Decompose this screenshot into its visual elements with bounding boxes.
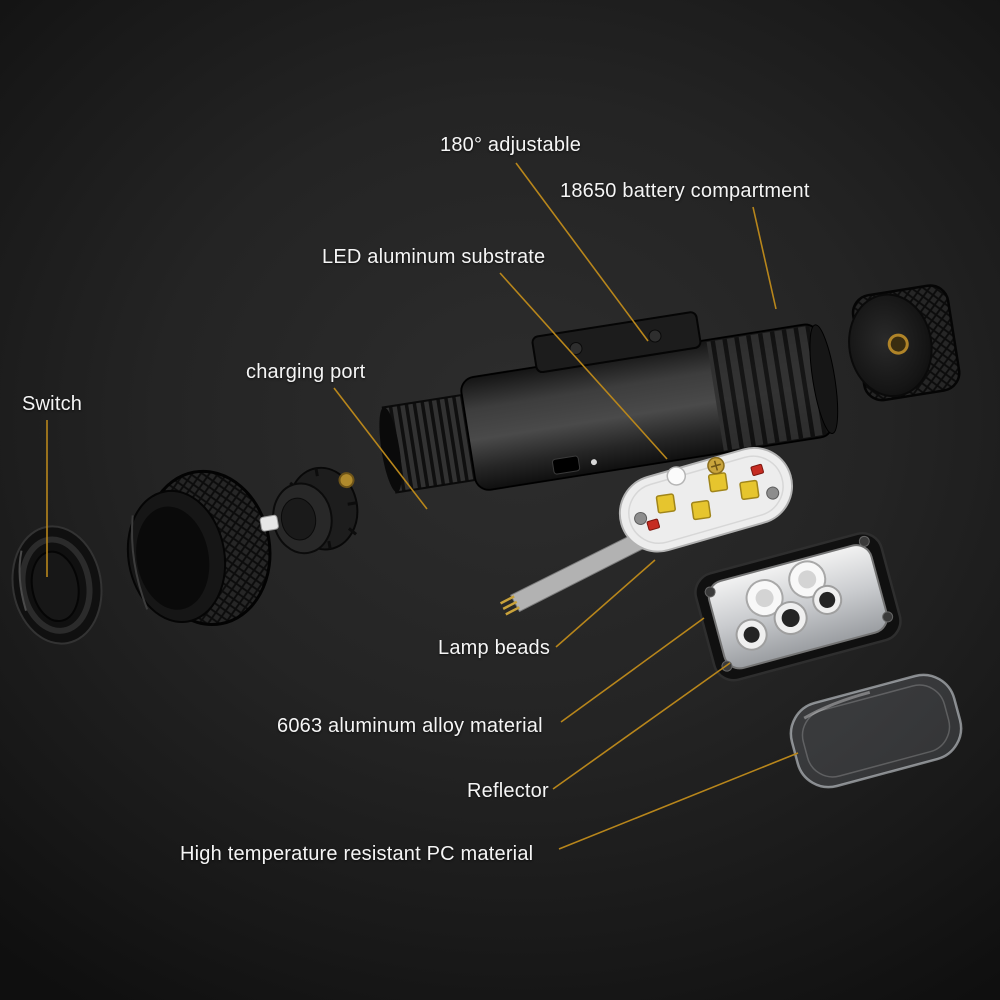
- knurled-ring-part: [126, 469, 272, 627]
- label-reflector: Reflector: [467, 780, 549, 802]
- label-lamp-beads: Lamp beads: [438, 637, 551, 659]
- lamp-beads-part: [646, 463, 764, 531]
- leader-line-alloy: [560, 617, 705, 723]
- leader-line-adjustable: [515, 162, 649, 342]
- substrate-screw: [707, 456, 725, 475]
- pc-lens-part: [789, 673, 963, 789]
- leader-lines: [46, 162, 799, 850]
- leader-line-led-substrate: [499, 272, 668, 460]
- reflector-part: [694, 532, 902, 682]
- reflector-cups: [735, 560, 843, 651]
- label-battery-compartment: 18650 battery compartment: [560, 180, 810, 202]
- leader-line-reflector: [552, 662, 731, 790]
- leader-line-charging-port: [333, 387, 428, 510]
- label-switch: Switch: [22, 393, 83, 415]
- switch-module-part: [259, 466, 359, 555]
- tailcap-part: [848, 284, 961, 402]
- tailcap-contact: [887, 333, 909, 355]
- leader-line-battery: [752, 206, 777, 310]
- switch-boot-part: [11, 525, 103, 645]
- label-alloy-material: 6063 aluminum alloy material: [277, 715, 543, 737]
- gold-screw: [338, 472, 355, 489]
- leader-line-pc-material: [558, 752, 799, 850]
- body-tube-part: [379, 311, 839, 494]
- label-charging-port: charging port: [246, 361, 366, 383]
- ribbon-cable-part: [510, 530, 648, 613]
- label-pc-material: High temperature resistant PC material: [180, 843, 534, 865]
- charging-port-opening: [551, 455, 597, 475]
- label-led-substrate: LED aluminum substrate: [322, 246, 546, 268]
- switch-plunger: [259, 514, 279, 532]
- leader-line-lamp-beads: [555, 559, 656, 648]
- led-substrate-part: [499, 446, 794, 616]
- label-adjustable: 180° adjustable: [440, 134, 582, 156]
